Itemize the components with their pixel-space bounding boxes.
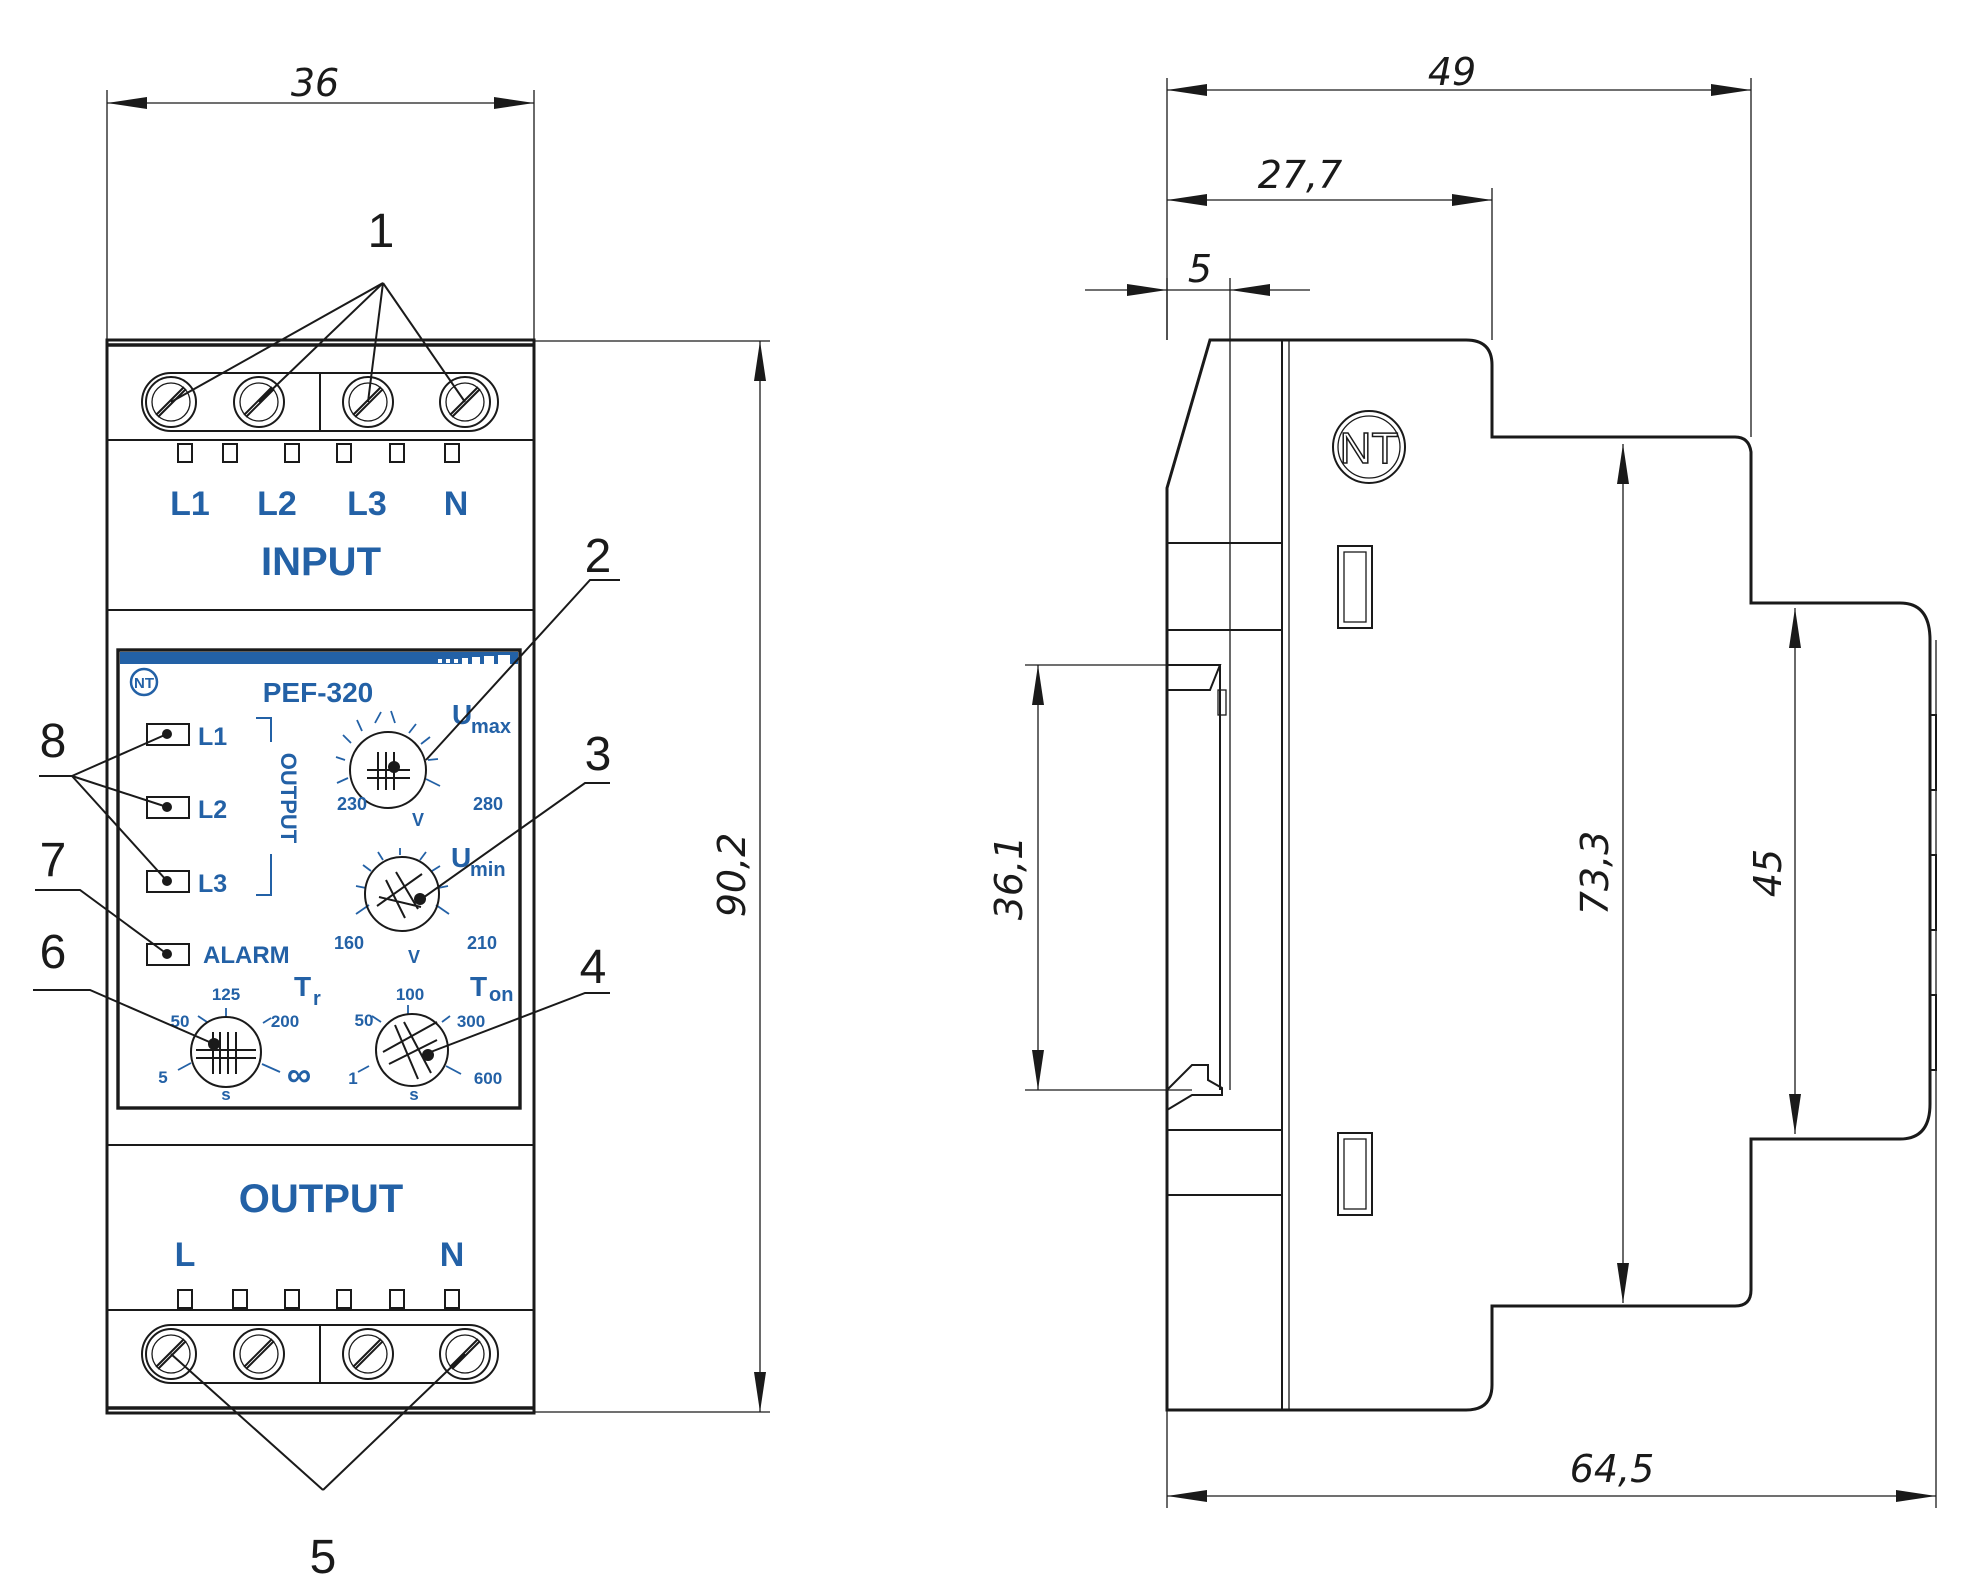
side-logo: NT	[1332, 410, 1406, 484]
ton-mark-4: 600	[474, 1069, 502, 1088]
side-housing	[1165, 338, 1932, 1412]
tr-mark-4: ∞	[287, 1056, 311, 1094]
side-view: NT 49 27,7 5	[987, 50, 1937, 1508]
dimension-depth-total-label: 49	[1428, 50, 1476, 94]
dimension-front-part-height-label: 45	[1746, 849, 1790, 897]
umin-symbol: U	[451, 842, 471, 873]
dimension-front-offset-label: 5	[1188, 247, 1212, 291]
dimension-height-label: 90,2	[710, 833, 754, 918]
dimension-depth-step	[1167, 188, 1493, 340]
callout-7: 7	[40, 834, 67, 887]
umax-knob[interactable]	[335, 710, 441, 809]
umin-min-label: 160	[334, 933, 364, 953]
dimension-front-offset	[1085, 278, 1310, 1090]
input-title: INPUT	[261, 540, 381, 584]
umax-min-label: 230	[337, 794, 367, 814]
svg-text:NT: NT	[134, 675, 154, 692]
umin-max-label: 210	[467, 933, 497, 953]
side-slot-bottom	[1337, 1132, 1373, 1216]
terminal-label-l1: L1	[170, 485, 210, 523]
output-bracket	[256, 717, 272, 896]
alarm-label: ALARM	[203, 942, 290, 969]
callout-6: 6	[40, 926, 67, 979]
dimension-front-height	[1025, 664, 1220, 1091]
dimension-width-label: 36	[291, 61, 339, 105]
umin-unit: V	[408, 947, 420, 967]
front-view: L1 L2 L3 N INPUT NT PEF-320 L1 L2	[33, 61, 770, 1584]
model-label: PEF-320	[263, 677, 374, 708]
callout-8: 8	[40, 715, 67, 768]
ton-symbol: T	[470, 971, 487, 1002]
callout-3: 3	[585, 728, 612, 781]
output-bracket-label: OUTPUT	[276, 753, 301, 844]
callout-1: 1	[368, 205, 395, 258]
panel-logo: NT	[129, 667, 159, 697]
ton-sub: on	[489, 984, 513, 1006]
panel-header-dots	[438, 655, 510, 667]
terminal-label-n: N	[444, 485, 469, 523]
output-label-n: N	[440, 1236, 465, 1274]
dimension-total-length	[1166, 640, 1937, 1508]
tr-mark-0: 5	[158, 1068, 167, 1087]
umax-sub: max	[471, 716, 511, 738]
dimension-mid-height-label: 73,3	[1573, 831, 1617, 916]
led-label-l3: L3	[198, 870, 227, 898]
dimension-height	[534, 340, 770, 1413]
ton-mark-1: 50	[355, 1011, 374, 1030]
tr-mark-3: 200	[271, 1012, 299, 1031]
output-title: OUTPUT	[239, 1177, 403, 1221]
ton-mark-3: 300	[457, 1012, 485, 1031]
dimension-total-length-label: 64,5	[1570, 1447, 1655, 1491]
side-slot-top	[1337, 545, 1373, 629]
callout-4: 4	[580, 941, 607, 994]
dimension-mid-height	[1617, 444, 1629, 1303]
dimension-width	[106, 90, 535, 340]
terminal-label-l2: L2	[257, 485, 297, 523]
umax-symbol: U	[452, 699, 472, 730]
callout-leaders	[33, 282, 620, 1491]
tr-symbol: T	[294, 971, 311, 1002]
front-panel	[116, 648, 522, 1110]
terminal-label-l3: L3	[347, 485, 387, 523]
umax-max-label: 280	[473, 794, 503, 814]
svg-text:NT: NT	[1340, 424, 1399, 473]
tr-unit: s	[221, 1085, 230, 1104]
tr-sub: r	[313, 988, 321, 1010]
callout-5: 5	[310, 1531, 337, 1584]
dimension-front-height-label: 36,1	[987, 836, 1031, 921]
dimension-front-part-height	[1789, 608, 1801, 1134]
ton-mark-2: 100	[396, 985, 424, 1004]
front-housing	[105, 338, 536, 1415]
panel-header-bar	[120, 652, 518, 664]
dimension-depth-step-label: 27,7	[1258, 153, 1343, 197]
ton-mark-0: 1	[348, 1069, 357, 1088]
umin-sub: min	[470, 859, 506, 881]
tr-mark-2: 125	[212, 985, 240, 1004]
led-label-l1: L1	[198, 723, 227, 751]
led-label-l2: L2	[198, 796, 227, 824]
callout-2: 2	[585, 530, 612, 583]
output-label-l: L	[175, 1236, 196, 1274]
ton-unit: s	[409, 1085, 418, 1104]
umax-unit: V	[412, 810, 424, 830]
